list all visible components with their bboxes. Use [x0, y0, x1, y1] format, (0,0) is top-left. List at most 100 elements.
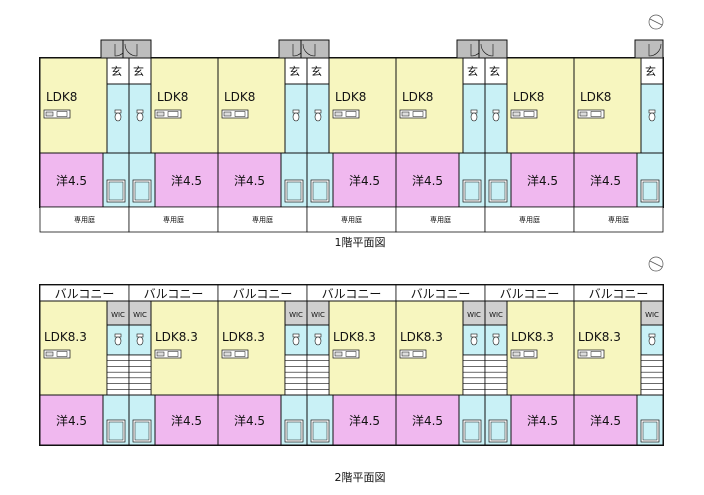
- stove-burner: [512, 351, 521, 357]
- toilet-icon: [292, 109, 300, 122]
- sink-basin: [234, 111, 246, 117]
- private-garden: [484, 206, 575, 233]
- balcony-label: バルコニー: [411, 287, 471, 301]
- bathtub-basin: [134, 421, 150, 441]
- door-swing-icon: [124, 43, 138, 57]
- sink-basin: [167, 351, 179, 357]
- kitchen-sink-icon: [399, 109, 427, 119]
- staircase-icon: [640, 354, 664, 396]
- stove-burner: [512, 111, 521, 117]
- bathtub-icon: [488, 179, 508, 203]
- kitchen-sink-icon: [510, 109, 538, 119]
- western-room-label: 洋4.5: [171, 413, 202, 428]
- private-garden: [217, 206, 308, 233]
- ldk-room: [150, 300, 219, 396]
- toilet-tank: [470, 109, 478, 114]
- balcony-label: バルコニー: [589, 287, 649, 301]
- ldk-room: [217, 57, 286, 154]
- compass-ring: [648, 14, 664, 30]
- kitchen-sink-icon: [577, 109, 605, 119]
- western-room-label: 洋4.5: [56, 173, 87, 188]
- western-room: [395, 394, 460, 446]
- stove-burner: [223, 351, 232, 357]
- toilet-tank: [648, 333, 656, 338]
- entrance-label: 玄: [645, 64, 656, 78]
- bathtub-basin: [108, 421, 124, 441]
- toilet-bowl: [114, 112, 122, 122]
- sink-basin: [412, 351, 424, 357]
- toilet-bowl: [136, 112, 144, 122]
- toilet-icon: [114, 109, 122, 122]
- kitchen-sink-icon: [332, 349, 360, 359]
- bathtub-icon: [132, 419, 152, 443]
- toilet-tank: [470, 333, 478, 338]
- toilet-bowl: [292, 112, 300, 122]
- kitchen-sink-icon: [43, 109, 71, 119]
- ldk-label: LDK8: [402, 90, 433, 104]
- toilet-bowl: [470, 112, 478, 122]
- western-room: [573, 152, 638, 208]
- kitchen-sink-icon: [154, 349, 182, 359]
- door-swing-icon: [302, 43, 316, 57]
- closet-label: WIC: [289, 311, 303, 319]
- bathtub-basin: [490, 421, 506, 441]
- toilet-icon: [136, 333, 144, 346]
- toilet-tank: [114, 109, 122, 114]
- stove-burner: [45, 111, 54, 117]
- western-room: [217, 394, 282, 446]
- entrance-hall: [306, 57, 330, 85]
- western-room: [217, 152, 282, 208]
- ldk-label: LDK8: [157, 90, 188, 104]
- floor-2-plan: バルコニーLDK8.3WIC洋4.5バルコニーLDK8.3WIC洋4.5バルコニ…: [39, 284, 664, 446]
- western-room-label: 洋4.5: [171, 173, 202, 188]
- compass-ring: [648, 256, 664, 272]
- ldk-room: [328, 57, 397, 154]
- closet-label: WIC: [489, 311, 503, 319]
- western-room-label: 洋4.5: [234, 173, 265, 188]
- kitchen-sink-icon: [399, 349, 427, 359]
- compass-icon: [648, 256, 664, 272]
- ldk-label: LDK8.3: [155, 330, 198, 344]
- kitchen-sink-icon: [577, 349, 605, 359]
- toilet-bowl: [314, 336, 322, 346]
- entrance-label: 玄: [489, 64, 500, 78]
- staircase-icon: [462, 354, 486, 396]
- ldk-room: [395, 300, 464, 396]
- ldk-label: LDK8: [46, 90, 77, 104]
- floor-2-caption: 2階平面図: [335, 470, 386, 484]
- western-room-label: 洋4.5: [590, 413, 621, 428]
- western-room-label: 洋4.5: [590, 173, 621, 188]
- balcony-label: バルコニー: [500, 287, 560, 301]
- toilet-tank: [114, 333, 122, 338]
- ldk-label: LDK8: [335, 90, 366, 104]
- toilet-bowl: [114, 336, 122, 346]
- bathtub-icon: [462, 179, 482, 203]
- sink-basin: [167, 111, 179, 117]
- kitchen-sink-icon: [332, 109, 360, 119]
- bathtub-basin: [286, 181, 302, 201]
- entrance-label: 玄: [311, 64, 322, 78]
- balcony-label: バルコニー: [322, 287, 382, 301]
- staircase-icon: [284, 354, 308, 396]
- western-room-label: 洋4.5: [234, 413, 265, 428]
- sink-basin: [412, 111, 424, 117]
- western-room-label: 洋4.5: [56, 413, 87, 428]
- toilet-bowl: [292, 336, 300, 346]
- western-room-label: 洋4.5: [527, 173, 558, 188]
- toilet-icon: [114, 333, 122, 346]
- entrance-label: 玄: [111, 64, 122, 78]
- bathtub-basin: [642, 421, 658, 441]
- ldk-label: LDK8.3: [44, 330, 87, 344]
- bathtub-icon: [106, 179, 126, 203]
- entrance-label: 玄: [467, 64, 478, 78]
- closet-label: WIC: [311, 311, 325, 319]
- stove-burner: [334, 351, 343, 357]
- compass-needle: [649, 18, 663, 26]
- door-swing-icon: [480, 43, 494, 57]
